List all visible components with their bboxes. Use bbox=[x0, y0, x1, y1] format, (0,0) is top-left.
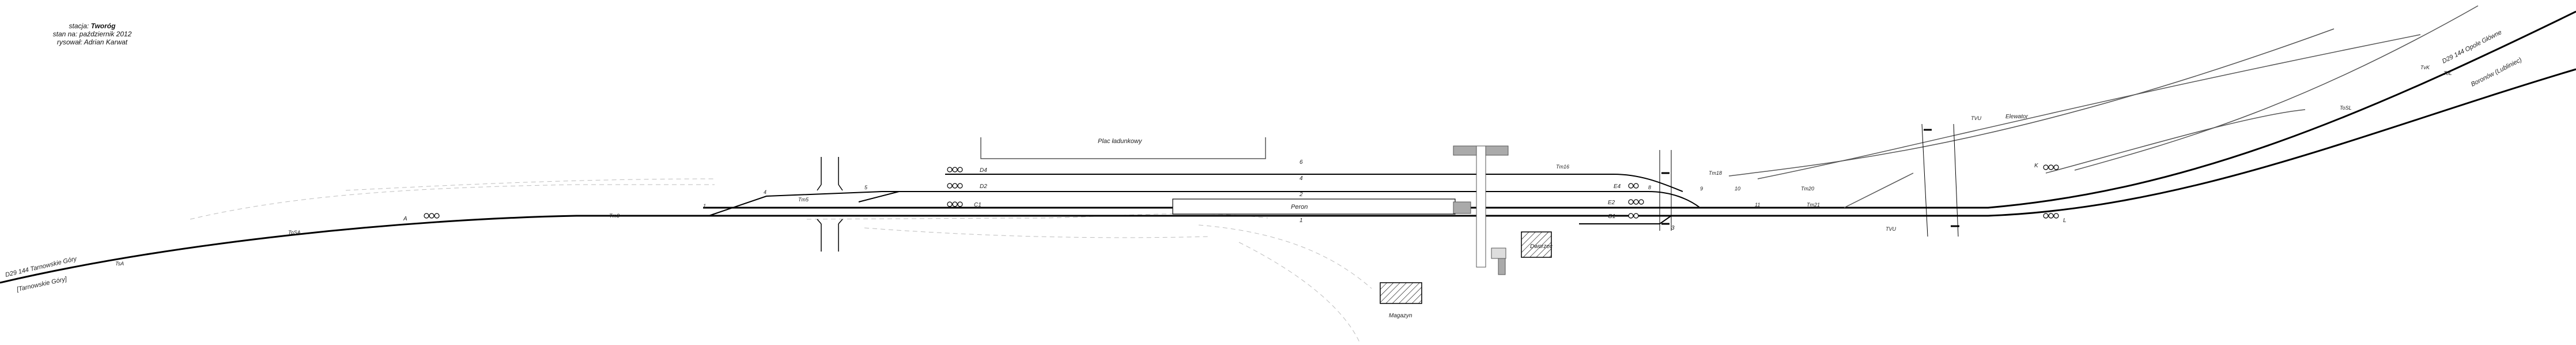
track-number-4: 4 bbox=[1300, 175, 1303, 182]
signal-k-label: K bbox=[2034, 163, 2039, 169]
signal-group: D4 D2 C1 A E4 E2 G1 K bbox=[403, 163, 2067, 224]
track-number-1: 1 bbox=[1300, 217, 1303, 224]
tosa-label: ToSA bbox=[288, 230, 301, 235]
signal-e4: E4 bbox=[1614, 183, 1639, 190]
signal-a: A bbox=[403, 213, 440, 222]
signal-d4: D4 bbox=[947, 167, 987, 174]
signal-e4-label: E4 bbox=[1614, 183, 1621, 190]
plac-ladunkowy: Plac ładunkowy bbox=[980, 137, 1266, 159]
signal-a-label: A bbox=[403, 216, 407, 222]
line-label-tarnowskie: D29 144 Tarnowskie Góry bbox=[5, 255, 78, 279]
tvk-right-label: TvK bbox=[2420, 65, 2430, 70]
ghost-tracks bbox=[190, 178, 1372, 344]
magazyn-label: Magazyn bbox=[1389, 313, 1412, 319]
station-buildings: Dworzec Magazyn bbox=[1380, 145, 1553, 319]
switch-10: 10 bbox=[1735, 186, 1740, 192]
overpass-right bbox=[1659, 123, 1959, 237]
signal-d2-label: D2 bbox=[980, 183, 987, 190]
block-markers bbox=[1661, 129, 1959, 227]
line-label-opole: D29 144 Opole Główne bbox=[2441, 29, 2503, 65]
track-number-labels: 6 4 2 1 3 bbox=[1299, 159, 1675, 231]
station-info: stacja: Tworóg stan na: październik 2012… bbox=[35, 22, 150, 46]
station-name: Tworóg bbox=[90, 22, 116, 30]
signal-e2-label: E2 bbox=[1608, 200, 1615, 206]
peron-label: Peron bbox=[1291, 204, 1308, 211]
tm3-label: Tm3 bbox=[609, 213, 620, 219]
signal-e2: E2 bbox=[1608, 199, 1644, 206]
main-tracks bbox=[0, 5, 2576, 284]
signal-d4-label: D4 bbox=[980, 167, 987, 174]
tm18-label: Tm18 bbox=[1709, 170, 1722, 176]
signal-g1-label: G1 bbox=[1608, 213, 1615, 220]
device-labels: Tm5 Tm3 Tm16 Tm18 Tm20 Tm21 TVU TVU ToSA… bbox=[115, 65, 2452, 267]
dworzec-building bbox=[1521, 231, 1552, 258]
tvu-top-label: TVU bbox=[1971, 115, 1982, 121]
tm20-label: Tm20 bbox=[1801, 186, 1814, 192]
dworzec-label: Dworzec bbox=[1530, 243, 1553, 250]
tvu-bottom-label: TVU bbox=[1886, 226, 1897, 232]
track-number-2: 2 bbox=[1299, 192, 1303, 198]
switch-numbers: 1 4 5 8 9 10 11 bbox=[703, 185, 1760, 209]
switch-1: 1 bbox=[703, 203, 706, 209]
signal-l-label: L bbox=[2063, 217, 2067, 224]
signal-c1-label: C1 bbox=[974, 202, 981, 208]
signal-d2: D2 bbox=[947, 183, 987, 190]
elewator-label: Elewator bbox=[2005, 114, 2029, 120]
track-number-6: 6 bbox=[1300, 159, 1303, 166]
author: rysował: Adrian Karwat bbox=[56, 38, 128, 46]
switch-8: 8 bbox=[1648, 185, 1651, 190]
signal-k: K bbox=[2034, 163, 2059, 170]
track-number-3: 3 bbox=[1671, 225, 1675, 231]
signal-g1: G1 bbox=[1608, 213, 1639, 220]
station-prefix: stacja: bbox=[69, 22, 89, 30]
signal-c1: C1 bbox=[947, 201, 981, 208]
tm5-label: Tm5 bbox=[798, 197, 809, 202]
plac-ladunkowy-label: Plac ładunkowy bbox=[1098, 138, 1143, 145]
peron: Peron bbox=[1172, 198, 1456, 215]
magazyn-building bbox=[1380, 282, 1422, 304]
switch-4: 4 bbox=[764, 189, 766, 195]
switch-9: 9 bbox=[1700, 186, 1703, 192]
signal-l: L bbox=[2043, 213, 2067, 224]
tm21-label: Tm21 bbox=[1807, 202, 1820, 208]
state-date: stan na: październik 2012 bbox=[52, 30, 132, 38]
overpass-left bbox=[817, 157, 843, 252]
switch-11: 11 bbox=[1755, 202, 1760, 208]
line-label-boronow: Boronów (Lubliniec) bbox=[2470, 57, 2523, 88]
tm16-label: Tm16 bbox=[1556, 164, 1569, 170]
tvk-left-label: TsA bbox=[115, 261, 124, 267]
tol-label: ToL bbox=[2443, 70, 2452, 76]
tosl-label: ToSL bbox=[2340, 105, 2352, 111]
switch-5: 5 bbox=[864, 185, 868, 190]
